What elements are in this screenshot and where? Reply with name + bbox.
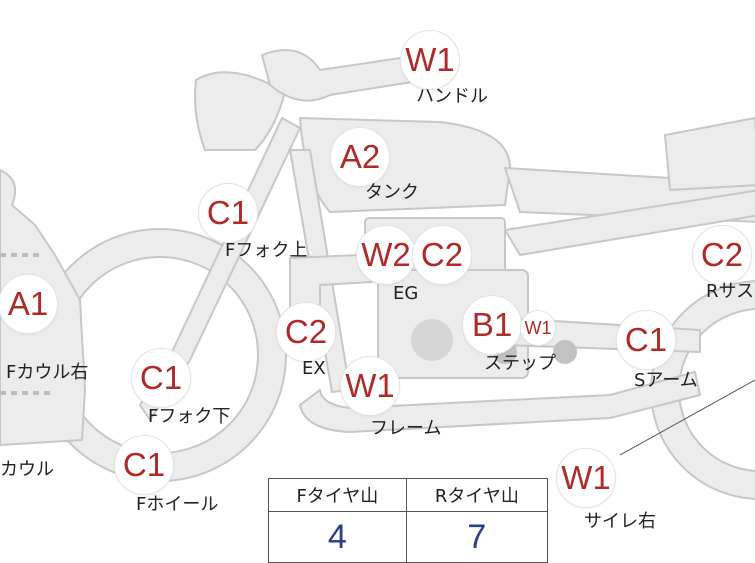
fcowl-right-label: Fカウル右: [6, 362, 89, 383]
frame-badge: W1: [340, 356, 400, 416]
rear-tire-header: Rタイヤ山: [405, 478, 549, 512]
eg-label: EG: [393, 283, 419, 304]
fwheel-label: Fホイール: [136, 494, 219, 515]
step-peg-2: [553, 340, 577, 364]
step-b-badge: B1: [462, 295, 522, 355]
step-w-badge: W1: [520, 310, 556, 346]
fork-upper-label: Fフォク上: [225, 240, 308, 261]
fork-lower-label: Fフォク下: [148, 406, 231, 427]
front-tire-value: 4: [268, 511, 407, 563]
ex-label: EX: [302, 358, 326, 379]
tail-shape: [664, 117, 755, 191]
frame-rear-stay: [504, 189, 755, 256]
tire-table-header-row: Fタイヤ山 Rタイヤ山: [268, 478, 549, 512]
rear-tire-value: 7: [405, 511, 549, 563]
rsus-badge: C2: [692, 225, 752, 285]
front-tire-header: Fタイヤ山: [268, 478, 407, 512]
side-right-leader: [619, 379, 755, 456]
fork-upper-badge: C1: [198, 183, 258, 243]
fcowl-right-badge: A1: [0, 274, 58, 334]
handle-badge: W1: [400, 30, 460, 90]
headlight-shape: [194, 71, 286, 151]
side-right-label: サイレ右: [584, 511, 656, 532]
tank-badge: A2: [330, 127, 390, 187]
frame-label: フレーム: [370, 418, 442, 439]
step-label: ステップ: [484, 353, 556, 374]
fork-lower-badge: C1: [131, 348, 191, 408]
sarm-badge: C1: [616, 310, 676, 370]
handle-label: ハンドル: [416, 86, 488, 107]
tank-label: タンク: [365, 182, 419, 203]
tire-tread-table: Fタイヤ山 Rタイヤ山 4 7: [268, 478, 549, 563]
eg-w-badge: W2: [356, 225, 416, 285]
ex-badge: C2: [276, 302, 336, 362]
rsus-label: Rサス: [706, 281, 755, 302]
fwheel-badge: C1: [114, 435, 174, 495]
sarm-label: Sアーム: [634, 370, 698, 391]
cowl-label: カウル: [0, 459, 54, 480]
side-right-badge: W1: [556, 448, 616, 508]
eg-c-badge: C2: [412, 225, 472, 285]
tire-table-value-row: 4 7: [268, 511, 549, 563]
engine-cover: [411, 319, 453, 361]
frame-lower: [299, 371, 701, 433]
